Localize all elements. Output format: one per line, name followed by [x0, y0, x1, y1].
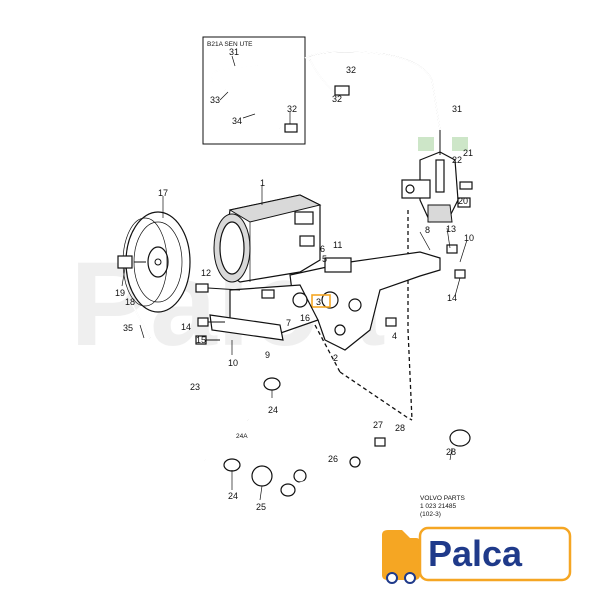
- callout-label: 22: [452, 155, 462, 165]
- callout-label: 7: [286, 318, 291, 328]
- highlight-box: [311, 294, 331, 308]
- inset-box: B21A SEN UTE: [202, 36, 306, 145]
- callout-label: 25: [256, 502, 266, 512]
- callout-label: 31: [452, 104, 462, 114]
- bracket: [209, 251, 441, 351]
- part-ref-line3: (102-3): [420, 511, 441, 518]
- bolts: [129, 244, 466, 345]
- vacuum-hose: [304, 51, 441, 131]
- callout-label: 2: [333, 353, 338, 363]
- callout-label: 6: [320, 244, 325, 254]
- callout-label: 14: [181, 322, 191, 332]
- callout-label: 5: [322, 254, 327, 264]
- callout-label: 32: [287, 104, 297, 114]
- callout-label: 24A: [236, 433, 248, 440]
- callout-label: 13: [446, 224, 456, 234]
- callout-label: 28: [446, 447, 456, 457]
- callout-label: 12: [201, 268, 211, 278]
- part-reference: VOLVO PARTS 1 023 21485 (102-3): [420, 495, 465, 518]
- callout-label: 24: [228, 491, 238, 501]
- callout-label: 17: [158, 188, 168, 198]
- callout-label: 27: [373, 420, 383, 430]
- callout-label: 23: [190, 382, 200, 392]
- clamps: [223, 377, 307, 487]
- callout-label: 9: [265, 350, 270, 360]
- callout-label: 24: [268, 405, 278, 415]
- callout-label: 20: [458, 196, 468, 206]
- logo-text: Palca: [428, 533, 523, 574]
- callout-labels: 31 32 33 34 32 31 32 22 21 20 1 17 12 13…: [115, 47, 474, 512]
- callout-label: 10: [464, 233, 474, 243]
- callout-label: 21: [463, 148, 473, 158]
- callout-label: 15: [196, 335, 206, 345]
- hose-fitting: [334, 85, 350, 96]
- callout-label: 32: [346, 65, 356, 75]
- callout-label: 18: [125, 297, 135, 307]
- callout-label: 10: [228, 358, 238, 368]
- part-ref-line2: 1 023 21485: [420, 503, 457, 510]
- pump-housing: [213, 194, 322, 283]
- callout-label: 1: [260, 178, 265, 188]
- callout-label: 35: [123, 323, 133, 333]
- dashed-guide-2: [339, 371, 413, 421]
- callout-label: 3: [316, 297, 321, 307]
- dashed-guide-1: [407, 210, 413, 421]
- palca-logo: Palca: [382, 526, 572, 584]
- callout-label: 8: [425, 225, 430, 235]
- inset-fitting: [284, 123, 298, 133]
- callout-label: 31: [229, 47, 239, 57]
- pulley: [117, 211, 191, 313]
- inset-title: B21A SEN UTE: [207, 41, 253, 48]
- car-icon: [382, 530, 420, 580]
- callout-label: 34: [232, 116, 242, 126]
- valve-assembly: [401, 130, 473, 223]
- callout-label: 33: [210, 95, 220, 105]
- callout-label: 14: [447, 293, 457, 303]
- callout-label: 26: [328, 454, 338, 464]
- callout-label: 4: [392, 331, 397, 341]
- callout-label: 28: [395, 423, 405, 433]
- callout-label: 16: [300, 313, 310, 323]
- leader-lines: [121, 186, 468, 501]
- callout-label: 19: [115, 288, 125, 298]
- callout-label: 11: [333, 240, 342, 250]
- callout-label: 32: [332, 94, 342, 104]
- part-ref-line1: VOLVO PARTS: [420, 495, 465, 502]
